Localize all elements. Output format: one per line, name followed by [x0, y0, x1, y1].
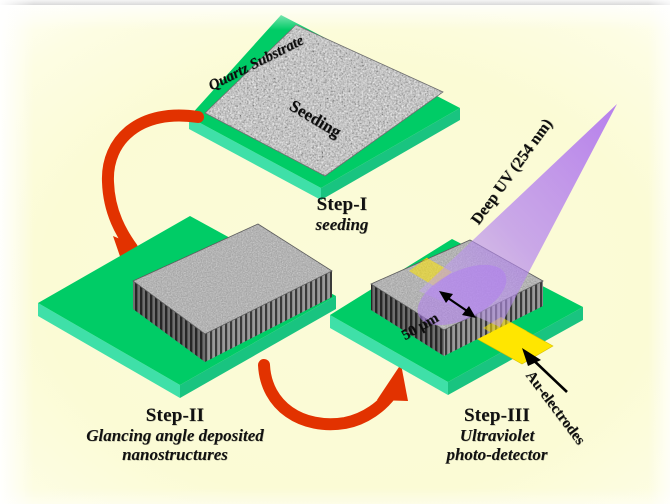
seed-layer: [205, 25, 443, 176]
step-2-illustration: [38, 216, 336, 398]
step-2-title: Step-II: [145, 405, 205, 426]
step-2-subtitle-line1: Glancing angle deposited: [86, 426, 264, 446]
step-1-caption: Step-I seeding: [232, 194, 452, 234]
step-2-caption: Step-II Glancing angle deposited nanostr…: [10, 405, 340, 464]
step-1-title: Step-I: [316, 194, 368, 215]
step-3-subtitle-line1: Ultraviolet: [459, 426, 535, 446]
step-3-subtitle-line2: photo-detector: [446, 445, 548, 465]
step-3-caption: Step-III Ultraviolet photo-detector: [352, 405, 642, 464]
step-1-subtitle: seeding: [315, 215, 369, 235]
step-2-subtitle-line2: nanostructures: [122, 445, 228, 465]
step-3-title: Step-III: [463, 405, 530, 426]
step-1-illustration: [189, 15, 460, 200]
